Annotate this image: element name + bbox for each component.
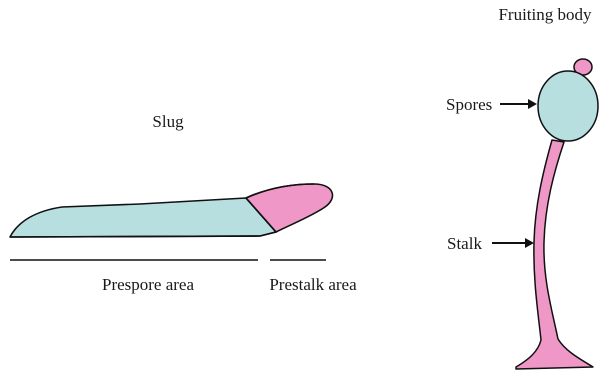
fruiting-body-label: Fruiting body <box>498 5 592 24</box>
slug-prespore-region <box>10 198 276 237</box>
prespore-area-label: Prespore area <box>102 275 194 294</box>
slug-figure <box>10 184 333 237</box>
prestalk-area-label: Prestalk area <box>269 275 357 294</box>
spores-label: Spores <box>446 95 492 114</box>
stalk <box>516 140 593 369</box>
stalk-label: Stalk <box>447 234 482 253</box>
stalk-arrow <box>492 238 534 248</box>
spore-head <box>538 71 598 141</box>
spores-arrow <box>500 99 537 109</box>
slug-label: Slug <box>152 112 184 131</box>
